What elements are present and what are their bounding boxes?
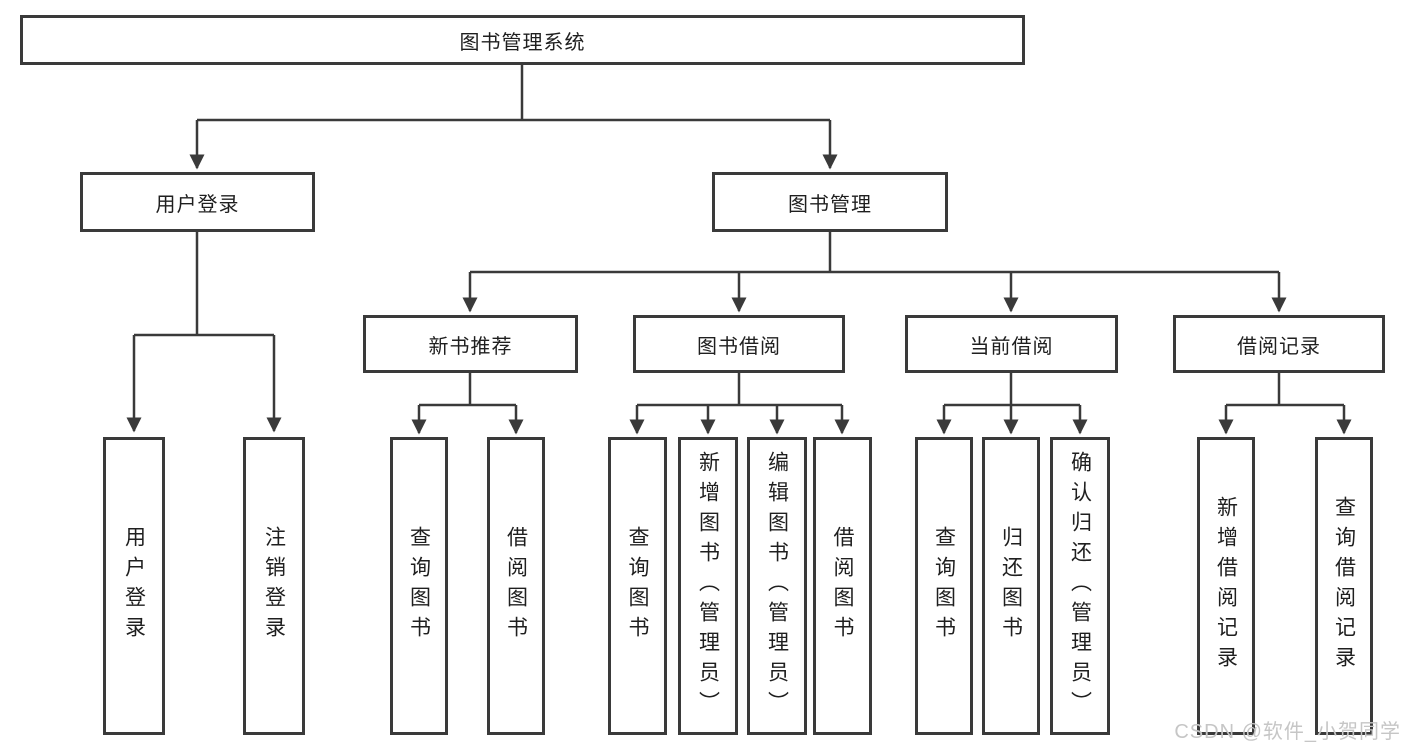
leaf-borrow-books: 借阅图书 <box>813 437 872 735</box>
leaf-query-books-current: 查询图书 <box>915 437 973 735</box>
leaf-label: 新增图书（管理员） <box>696 451 720 721</box>
node-label: 新书推荐 <box>428 335 513 358</box>
leaf-confirm-return-admin: 确认归还（管理员） <box>1050 437 1110 735</box>
leaf-label: 用户登录 <box>122 526 146 646</box>
leaf-label: 查询图书 <box>932 526 956 646</box>
node-label: 图书管理系统 <box>459 31 586 54</box>
node-user-login: 用户登录 <box>80 172 315 232</box>
csdn-watermark: CSDN @软件_小贺同学 <box>1174 721 1401 743</box>
leaf-query-books-recommend: 查询图书 <box>390 437 448 735</box>
leaf-edit-books-admin: 编辑图书（管理员） <box>747 437 807 735</box>
leaf-label: 编辑图书（管理员） <box>765 451 789 721</box>
leaf-user-login: 用户登录 <box>103 437 165 735</box>
leaf-label: 确认归还（管理员） <box>1068 451 1092 721</box>
node-label: 图书借阅 <box>697 335 781 358</box>
leaf-label: 注销登录 <box>262 526 286 646</box>
leaf-label: 借阅图书 <box>831 526 854 646</box>
leaf-add-books-admin: 新增图书（管理员） <box>678 437 738 735</box>
node-label: 用户登录 <box>155 193 240 216</box>
leaf-return-books: 归还图书 <box>982 437 1040 735</box>
leaf-add-borrow-record: 新增借阅记录 <box>1197 437 1255 735</box>
node-book-borrow: 图书借阅 <box>633 315 845 373</box>
node-book-management: 图书管理 <box>712 172 948 232</box>
node-current-borrow: 当前借阅 <box>905 315 1118 373</box>
leaf-query-books-borrow: 查询图书 <box>608 437 667 735</box>
leaf-query-borrow-record: 查询借阅记录 <box>1315 437 1373 735</box>
node-label: 图书管理 <box>788 193 872 216</box>
leaf-label: 查询图书 <box>407 526 431 646</box>
leaf-label: 借阅图书 <box>504 526 528 646</box>
leaf-logout: 注销登录 <box>243 437 305 735</box>
leaf-label: 查询借阅记录 <box>1332 496 1356 676</box>
node-label: 借阅记录 <box>1237 335 1321 358</box>
node-library-management-system: 图书管理系统 <box>20 15 1025 65</box>
node-borrow-records: 借阅记录 <box>1173 315 1385 373</box>
node-new-book-recommend: 新书推荐 <box>363 315 578 373</box>
leaf-borrow-books-recommend: 借阅图书 <box>487 437 545 735</box>
leaf-label: 查询图书 <box>626 526 649 646</box>
leaf-label: 归还图书 <box>999 526 1023 646</box>
node-label: 当前借阅 <box>969 335 1054 358</box>
leaf-label: 新增借阅记录 <box>1214 496 1238 676</box>
